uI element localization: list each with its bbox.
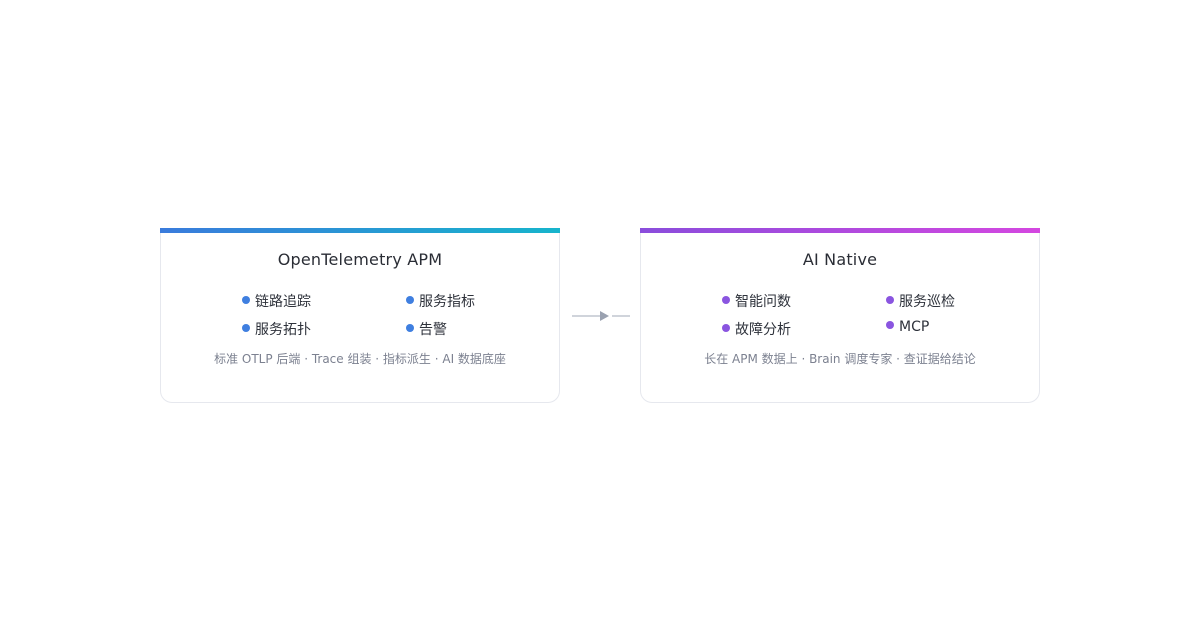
apm-feature-metrics: 服务指标 <box>406 291 475 311</box>
ai-feature-label: MCP <box>899 319 930 335</box>
ai-native-card: AI Native 智能问数 服务巡检 故障分析 MCP 长在 APM 数据上 … <box>640 228 1040 403</box>
bullet-dot-icon <box>886 296 894 304</box>
arrow-right-icon <box>572 311 630 321</box>
bullet-dot-icon <box>722 296 730 304</box>
apm-feature-label: 链路追踪 <box>255 294 311 310</box>
ai-feature-smart-query: 智能问数 <box>722 291 791 311</box>
bullet-dot-icon <box>406 324 414 332</box>
apm-card-accent-bar <box>160 228 560 233</box>
bullet-dot-icon <box>242 324 250 332</box>
bullet-dot-icon <box>406 296 414 304</box>
apm-feature-label: 告警 <box>419 322 447 338</box>
apm-card-title: OpenTelemetry APM <box>277 250 443 269</box>
apm-feature-label: 服务拓扑 <box>255 322 311 338</box>
ai-feature-label: 智能问数 <box>735 294 791 310</box>
ai-feature-mcp: MCP <box>886 319 929 335</box>
apm-card: OpenTelemetry APM 链路追踪 服务指标 服务拓扑 告警 标准 O… <box>160 228 560 403</box>
ai-feature-label: 故障分析 <box>735 322 791 338</box>
apm-card-tagline: 标准 OTLP 后端 · Trace 组装 · 指标派生 · AI 数据底座 <box>214 352 506 366</box>
apm-feature-alerting: 告警 <box>406 319 447 339</box>
apm-feature-topology: 服务拓扑 <box>242 319 311 339</box>
apm-feature-label: 服务指标 <box>419 294 475 310</box>
ai-card-accent-bar <box>640 228 1040 233</box>
bullet-dot-icon <box>242 296 250 304</box>
ai-feature-inspection: 服务巡检 <box>886 291 955 311</box>
ai-feature-fault-analysis: 故障分析 <box>722 319 791 339</box>
apm-feature-trace: 链路追踪 <box>242 291 311 311</box>
bullet-dot-icon <box>722 324 730 332</box>
ai-card-title: AI Native <box>802 250 878 269</box>
ai-feature-label: 服务巡检 <box>899 294 955 310</box>
bullet-dot-icon <box>886 321 894 329</box>
ai-card-tagline: 长在 APM 数据上 · Brain 调度专家 · 查证据给结论 <box>704 352 976 366</box>
connector-arrowhead <box>600 311 609 321</box>
